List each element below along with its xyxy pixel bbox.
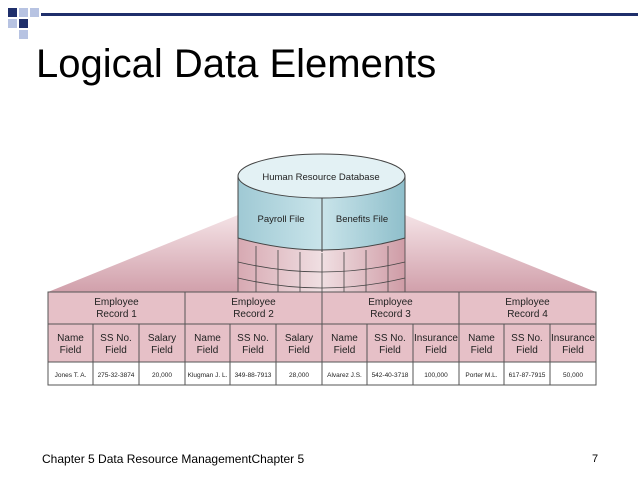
record-label: Employee [368, 297, 413, 308]
field-label: Field [151, 345, 173, 356]
field-label: SS No. [374, 333, 406, 344]
field-label: Salary [285, 333, 313, 344]
file-label-benefits: Benefits File [336, 214, 388, 225]
field-label: SS No. [511, 333, 543, 344]
field-label: Field [425, 345, 447, 356]
field-value: 28,000 [289, 372, 309, 379]
corner-square [8, 8, 17, 17]
field-value: 100,000 [424, 372, 448, 379]
field-label: Insurance [551, 333, 595, 344]
cylinder-top [237, 153, 406, 199]
field-value: Porter M.L. [465, 372, 497, 379]
field-label: Field [516, 345, 538, 356]
field-value: 349-88-7913 [235, 372, 272, 379]
page-number: 7 [592, 453, 599, 465]
field-label: Name [57, 333, 84, 344]
field-label: Name [331, 333, 358, 344]
field-value: Alvarez J.S. [327, 372, 362, 379]
corner-square [8, 19, 17, 28]
record-label: Record 4 [507, 309, 548, 320]
field-label: Field [105, 345, 127, 356]
field-value: 275-32-3874 [98, 372, 135, 379]
slide-footer: Chapter 5 Data Resource ManagementChapte… [42, 452, 305, 466]
corner-square [19, 8, 28, 17]
field-label: Field [562, 345, 584, 356]
field-label: Field [60, 345, 82, 356]
field-label: Name [194, 333, 221, 344]
records-table: Employee Record 1 Employee Record 2 Empl… [47, 291, 597, 386]
title-rule [41, 13, 638, 16]
corner-square [30, 8, 39, 17]
corner-square [19, 19, 28, 28]
field-value: 542-40-3718 [372, 372, 409, 379]
field-label: SS No. [237, 333, 269, 344]
field-value: 617-87-7915 [509, 372, 546, 379]
record-label: Employee [94, 297, 139, 308]
record-label: Record 3 [370, 309, 411, 320]
database-label: Human Resource Database [262, 172, 379, 183]
record-label: Employee [505, 297, 550, 308]
field-label: Field [471, 345, 493, 356]
record-label: Employee [231, 297, 276, 308]
field-label: Field [288, 345, 310, 356]
field-label: Field [242, 345, 264, 356]
field-value: Klugman J. L. [188, 372, 228, 379]
field-label: Salary [148, 333, 176, 344]
field-label: SS No. [100, 333, 132, 344]
cylinder-grid [237, 238, 406, 292]
field-value: Jones T. A. [55, 372, 87, 379]
field-value: 50,000 [563, 372, 583, 379]
record-label: Record 2 [233, 309, 274, 320]
field-label: Field [379, 345, 401, 356]
field-label: Insurance [414, 333, 458, 344]
field-label: Field [334, 345, 356, 356]
field-label: Field [197, 345, 219, 356]
page-title: Logical Data Elements [36, 42, 437, 86]
corner-square [19, 30, 28, 39]
field-label: Name [468, 333, 495, 344]
record-label: Record 1 [96, 309, 137, 320]
field-value: 20,000 [152, 372, 172, 379]
file-label-payroll: Payroll File [258, 214, 305, 225]
